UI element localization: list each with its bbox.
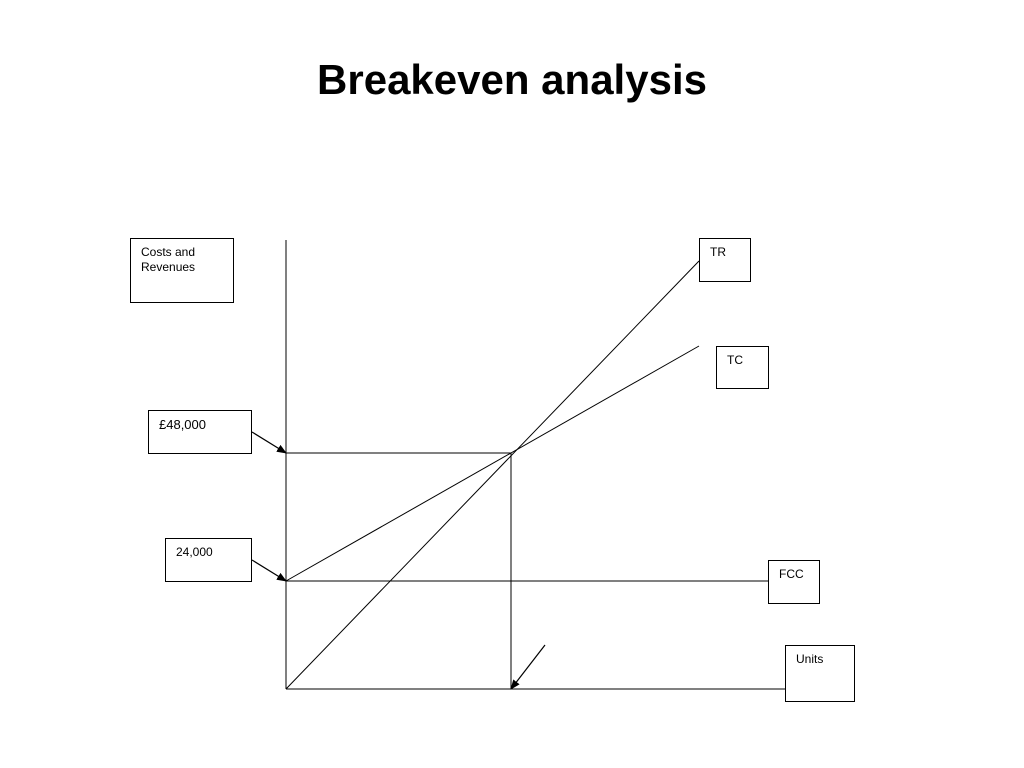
total-cost-line <box>285 345 700 582</box>
slide-title: Breakeven analysis <box>317 56 707 103</box>
breakeven-units-arrow <box>510 644 546 690</box>
y-axis-label-box: Costs and Revenues <box>130 238 234 303</box>
fixed-cost-value-box: 24,000 <box>165 538 252 582</box>
revenue-value-arrow <box>251 431 287 454</box>
total-revenue-label-box: TR <box>699 238 751 282</box>
revenue-value-box: £48,000 <box>148 410 252 454</box>
fixed-cost-value-arrow <box>251 559 287 582</box>
total-revenue-line <box>285 260 700 690</box>
total-cost-label-box: TC <box>716 346 769 389</box>
x-axis-label-box: Units <box>785 645 855 702</box>
fixed-cost-label-box: FCC <box>768 560 820 604</box>
